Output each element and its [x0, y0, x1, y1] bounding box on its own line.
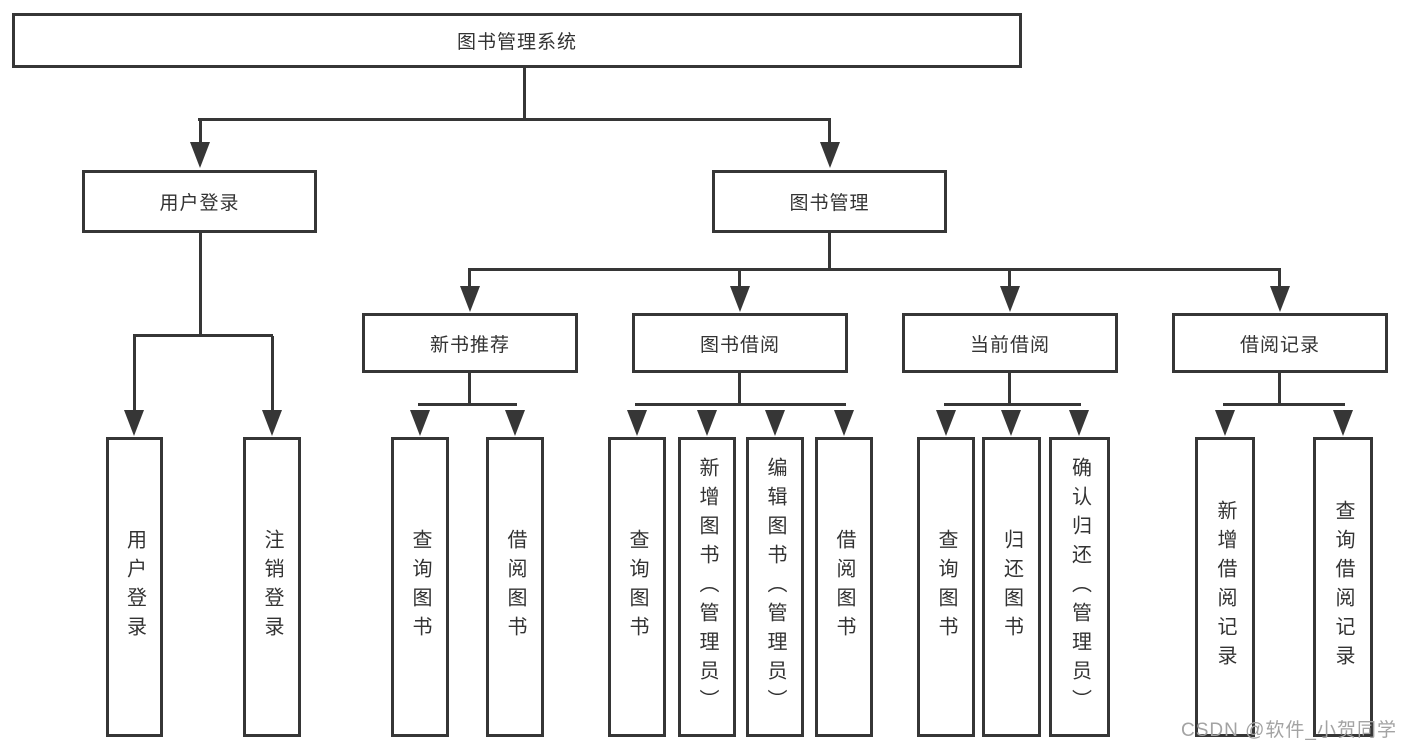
leaf-edit-book-admin: 编辑图书（管理员） [746, 437, 804, 737]
node-label: 新书推荐 [429, 334, 510, 356]
node-label: 注销登录 [261, 529, 283, 645]
node-label: 查询借阅记录 [1332, 500, 1354, 674]
connector-line [271, 336, 274, 412]
leaf-confirm-return-admin: 确认归还（管理员） [1049, 437, 1110, 737]
leaf-return-books: 归还图书 [982, 437, 1041, 737]
node-label: 新增图书（管理员） [696, 456, 718, 718]
arrowhead-down-icon [1333, 410, 1353, 436]
leaf-logout: 注销登录 [243, 437, 301, 737]
node-label: 查询图书 [935, 529, 957, 645]
node-label: 用户登录 [159, 193, 240, 214]
connector-line [199, 233, 202, 336]
arrowhead-down-icon [124, 410, 144, 436]
arrowhead-down-icon [627, 410, 647, 436]
connector-line [1278, 270, 1281, 288]
node-label: 查询图书 [409, 529, 431, 645]
node-label: 编辑图书（管理员） [764, 456, 786, 718]
connector-line [1278, 373, 1281, 405]
node-current-borrowing: 当前借阅 [902, 313, 1118, 373]
connector-line [738, 373, 741, 405]
arrowhead-down-icon [834, 410, 854, 436]
leaf-query-books-recommend: 查询图书 [391, 437, 449, 737]
connector-line [133, 336, 136, 412]
arrowhead-down-icon [460, 286, 480, 312]
leaf-query-books-borrowing: 查询图书 [608, 437, 666, 737]
connector-line [944, 403, 1081, 406]
node-label: 图书借阅 [699, 334, 780, 356]
node-label: 借阅图书 [833, 529, 855, 645]
connector-line [198, 118, 831, 121]
node-label: 新增借阅记录 [1214, 500, 1236, 674]
node-user-login: 用户登录 [82, 170, 317, 233]
arrowhead-down-icon [1001, 410, 1021, 436]
connector-line [133, 334, 273, 337]
arrowhead-down-icon [505, 410, 525, 436]
node-label: 归还图书 [1000, 529, 1023, 645]
arrowhead-down-icon [190, 142, 210, 168]
leaf-add-borrow-record: 新增借阅记录 [1195, 437, 1255, 737]
connector-line [523, 68, 526, 120]
node-library-system-root: 图书管理系统 [12, 13, 1022, 68]
connector-line [199, 120, 202, 144]
connector-line [1008, 373, 1011, 405]
leaf-query-borrow-record: 查询借阅记录 [1313, 437, 1373, 737]
connector-line [1008, 270, 1011, 288]
leaf-add-book-admin: 新增图书（管理员） [678, 437, 736, 737]
node-label: 图书管理 [789, 193, 870, 214]
arrowhead-down-icon [697, 410, 717, 436]
connector-line [468, 373, 471, 405]
arrowhead-down-icon [820, 142, 840, 168]
connector-line [828, 233, 831, 270]
connector-line [635, 403, 846, 406]
node-label: 确认归还（管理员） [1068, 456, 1091, 718]
connector-line [738, 270, 741, 288]
arrowhead-down-icon [1270, 286, 1290, 312]
connector-line [468, 268, 1281, 271]
node-new-book-recommendation: 新书推荐 [362, 313, 578, 373]
arrowhead-down-icon [936, 410, 956, 436]
arrowhead-down-icon [1000, 286, 1020, 312]
arrowhead-down-icon [765, 410, 785, 436]
node-label: 借阅记录 [1239, 334, 1320, 356]
node-label: 查询图书 [626, 529, 648, 645]
node-label: 借阅图书 [504, 529, 526, 645]
arrowhead-down-icon [262, 410, 282, 436]
node-label: 当前借阅 [969, 334, 1050, 356]
leaf-query-books-current: 查询图书 [917, 437, 975, 737]
connector-line [468, 270, 471, 288]
arrowhead-down-icon [1215, 410, 1235, 436]
leaf-borrow-books-borrowing: 借阅图书 [815, 437, 873, 737]
csdn-watermark: CSDN @软件_小贺同学 [1181, 720, 1397, 741]
leaf-user-login: 用户登录 [106, 437, 163, 737]
arrowhead-down-icon [410, 410, 430, 436]
node-book-borrowing: 图书借阅 [632, 313, 848, 373]
node-book-management: 图书管理 [712, 170, 947, 233]
connector-line [418, 403, 517, 406]
node-label: 图书管理系统 [456, 32, 577, 53]
connector-line [1223, 403, 1345, 406]
connector-line [828, 120, 831, 144]
arrowhead-down-icon [1069, 410, 1089, 436]
arrowhead-down-icon [730, 286, 750, 312]
node-label: 用户登录 [123, 529, 146, 645]
node-borrowing-records: 借阅记录 [1172, 313, 1388, 373]
leaf-borrow-books-recommend: 借阅图书 [486, 437, 544, 737]
